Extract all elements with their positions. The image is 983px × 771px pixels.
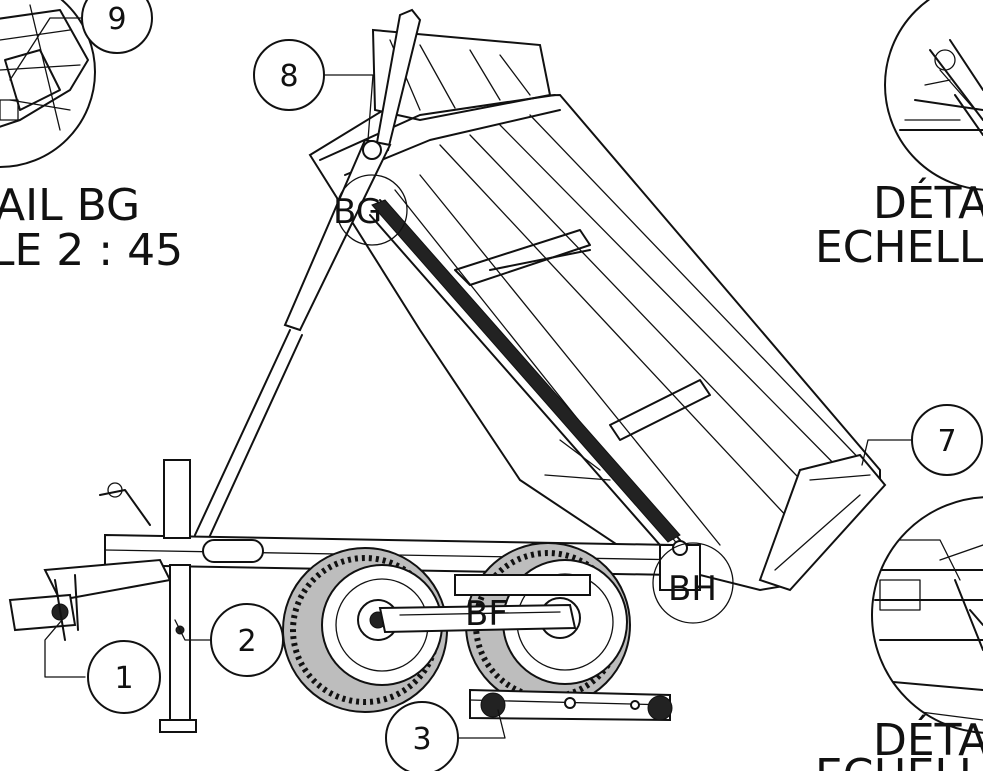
- bogie-beam: [378, 574, 591, 634]
- detail-title-left: AIL BG: [0, 180, 140, 231]
- marker-circle-bh: [652, 542, 734, 624]
- detail-title-right-bottom: DÉTA: [873, 713, 983, 766]
- svg-text:1: 1: [114, 661, 133, 696]
- callout-3: 3: [385, 701, 459, 771]
- detail-title-right-top: DÉTA: [873, 176, 983, 229]
- detail-scale-left: LE 2 : 45: [0, 225, 183, 276]
- callout-9: 7: [911, 404, 983, 476]
- callout-leaders: [9, 17, 914, 739]
- hydraulic-cylinder: [194, 8, 422, 541]
- marker-label-bg: BG: [333, 192, 382, 232]
- detail-view-bf: [871, 496, 983, 734]
- detail-view-bh: [884, 0, 983, 191]
- marker-label-bf: BF: [465, 594, 508, 634]
- marker-label-bh: BH: [668, 569, 717, 609]
- svg-text:7: 7: [937, 424, 956, 459]
- svg-text:3: 3: [412, 722, 431, 757]
- detail-view-bg: [0, 0, 96, 168]
- detail-scale-right-bottom: ECHELL: [815, 750, 983, 771]
- svg-text:2: 2: [237, 624, 256, 659]
- svg-text:9: 9: [107, 2, 126, 37]
- tipper-body: [308, 28, 887, 592]
- wheel-front: [282, 547, 448, 713]
- callout-8: 9: [81, 0, 153, 54]
- marker-circle-bg: [336, 174, 408, 246]
- axle-part: [469, 688, 673, 722]
- callout-1: 1: [87, 640, 161, 714]
- svg-text:8: 8: [279, 59, 298, 94]
- callout-7: 8: [253, 39, 325, 111]
- detail-scale-right-top: ECHELL: [815, 222, 983, 273]
- callout-2: 2: [210, 603, 284, 677]
